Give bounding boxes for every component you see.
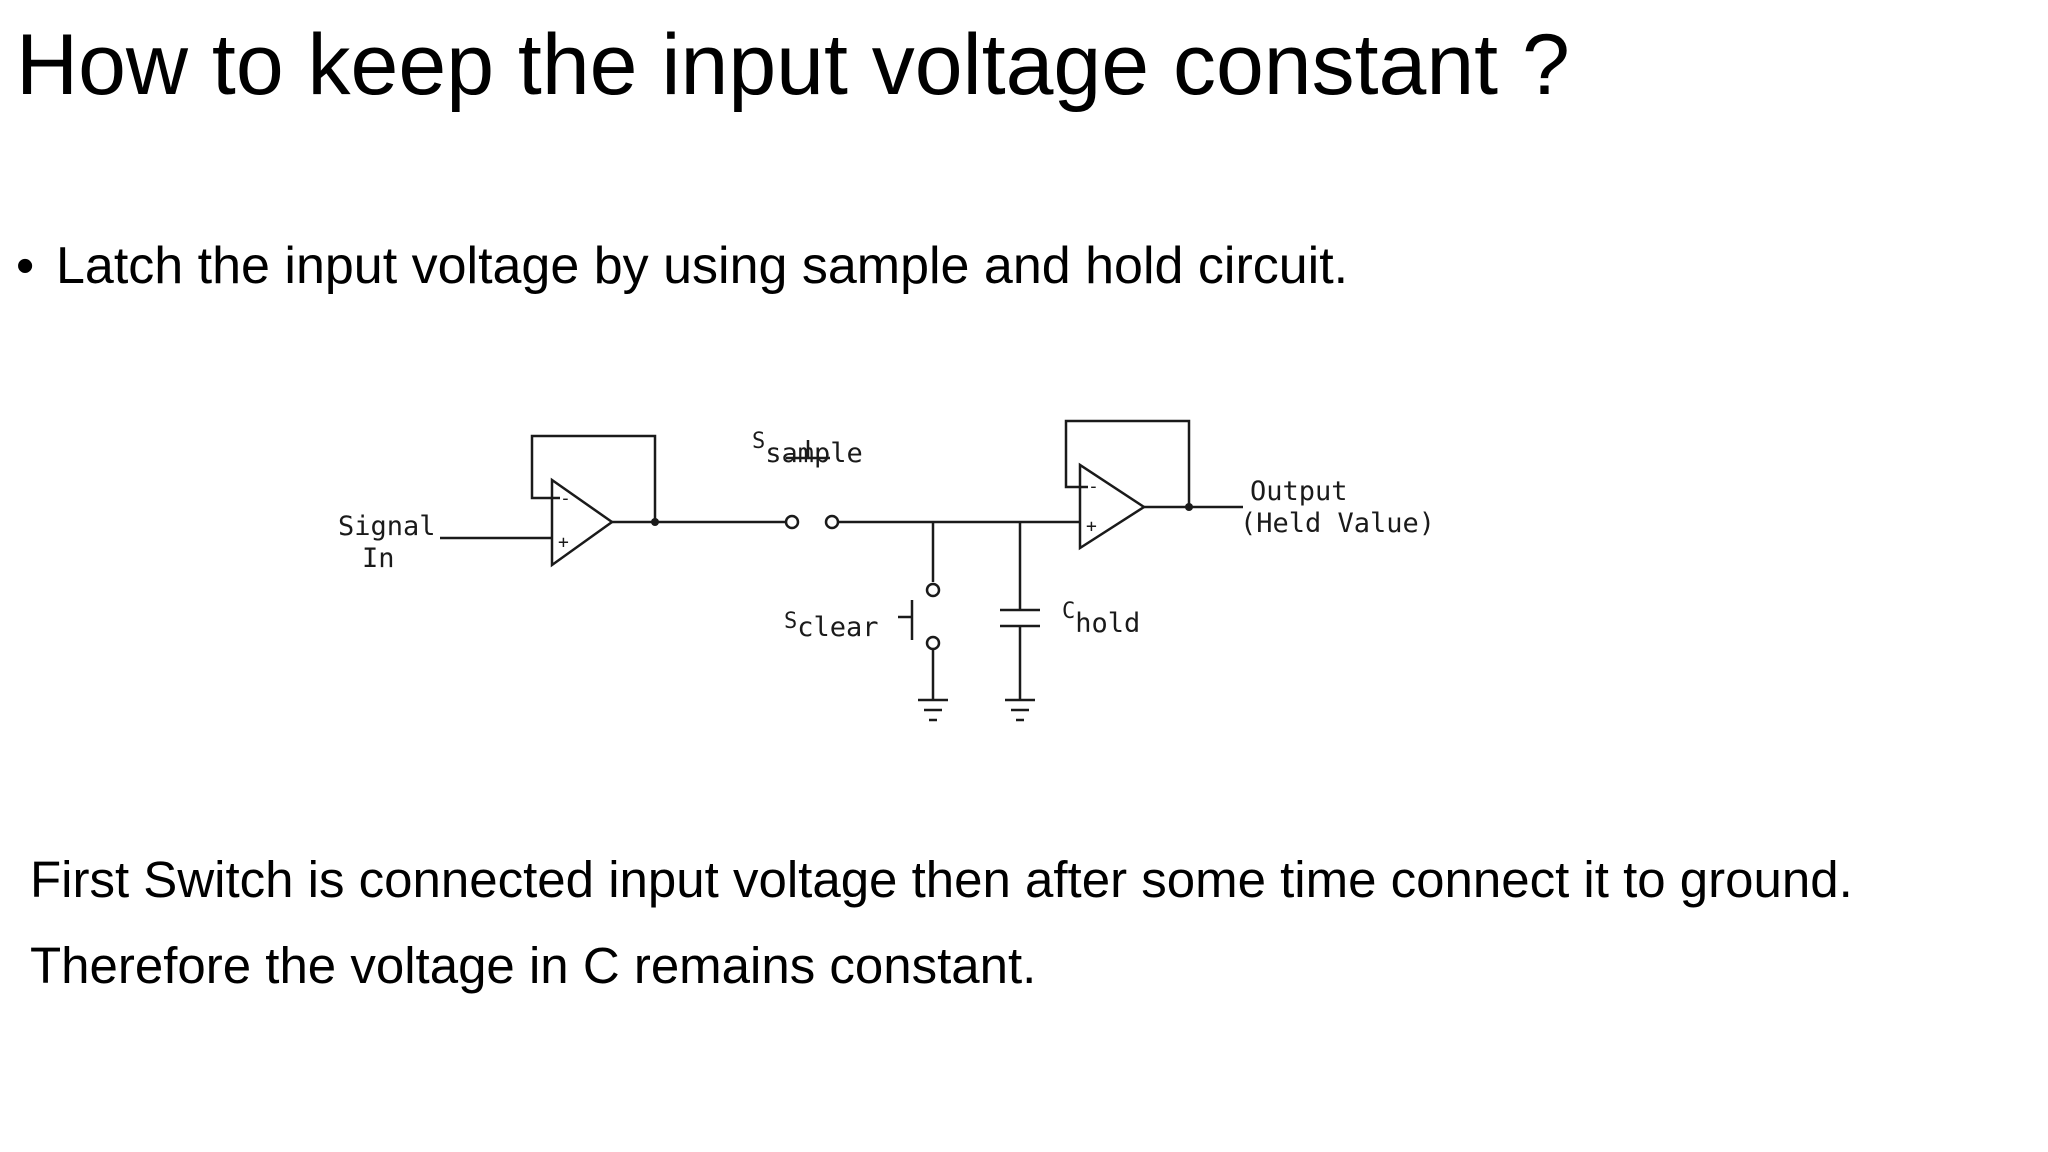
clear-switch-label: Sclear <box>784 609 879 643</box>
sample-contact-right <box>824 514 840 530</box>
output-buffer-feedback <box>1064 419 1191 507</box>
opamp2-minus: - <box>1088 476 1099 497</box>
bullet-item: • Latch the input voltage by using sample… <box>16 235 1348 297</box>
output-label-line1: Output <box>1250 476 1348 507</box>
signal-label-line1: Signal <box>338 511 436 542</box>
slide-title: How to keep the input voltage constant ? <box>16 17 1570 113</box>
output-buffer-opamp <box>1078 462 1147 551</box>
junction-dot-1 <box>651 518 659 526</box>
clear-contact-bottom <box>925 635 941 651</box>
opamp2-plus: + <box>1086 516 1097 537</box>
opamp1-plus: + <box>558 532 569 553</box>
sample-switch-label: Ssample <box>752 429 863 469</box>
sample-contact-left <box>784 514 800 530</box>
output-label-line2: (Held Value) <box>1240 508 1435 539</box>
explanation-text: First Switch is connected input voltage … <box>30 837 1853 1009</box>
input-buffer-opamp <box>550 477 615 568</box>
opamp1-minus: - <box>560 488 571 509</box>
ground-icon <box>918 698 948 722</box>
input-buffer-feedback <box>530 434 657 522</box>
clear-switch-actuator <box>898 600 914 640</box>
explanation-line-1: First Switch is connected input voltage … <box>30 851 1853 908</box>
bullet-dot-icon: • <box>16 237 35 295</box>
capacitor-label: Chold <box>1062 599 1140 639</box>
ground-icon <box>1005 698 1035 722</box>
explanation-line-2: Therefore the voltage in C remains const… <box>30 937 1037 994</box>
bullet-text: Latch the input voltage by using sample … <box>56 237 1349 295</box>
junction-dot-2 <box>1185 503 1193 511</box>
signal-label-line2: In <box>362 543 395 574</box>
clear-contact-top <box>925 582 941 598</box>
